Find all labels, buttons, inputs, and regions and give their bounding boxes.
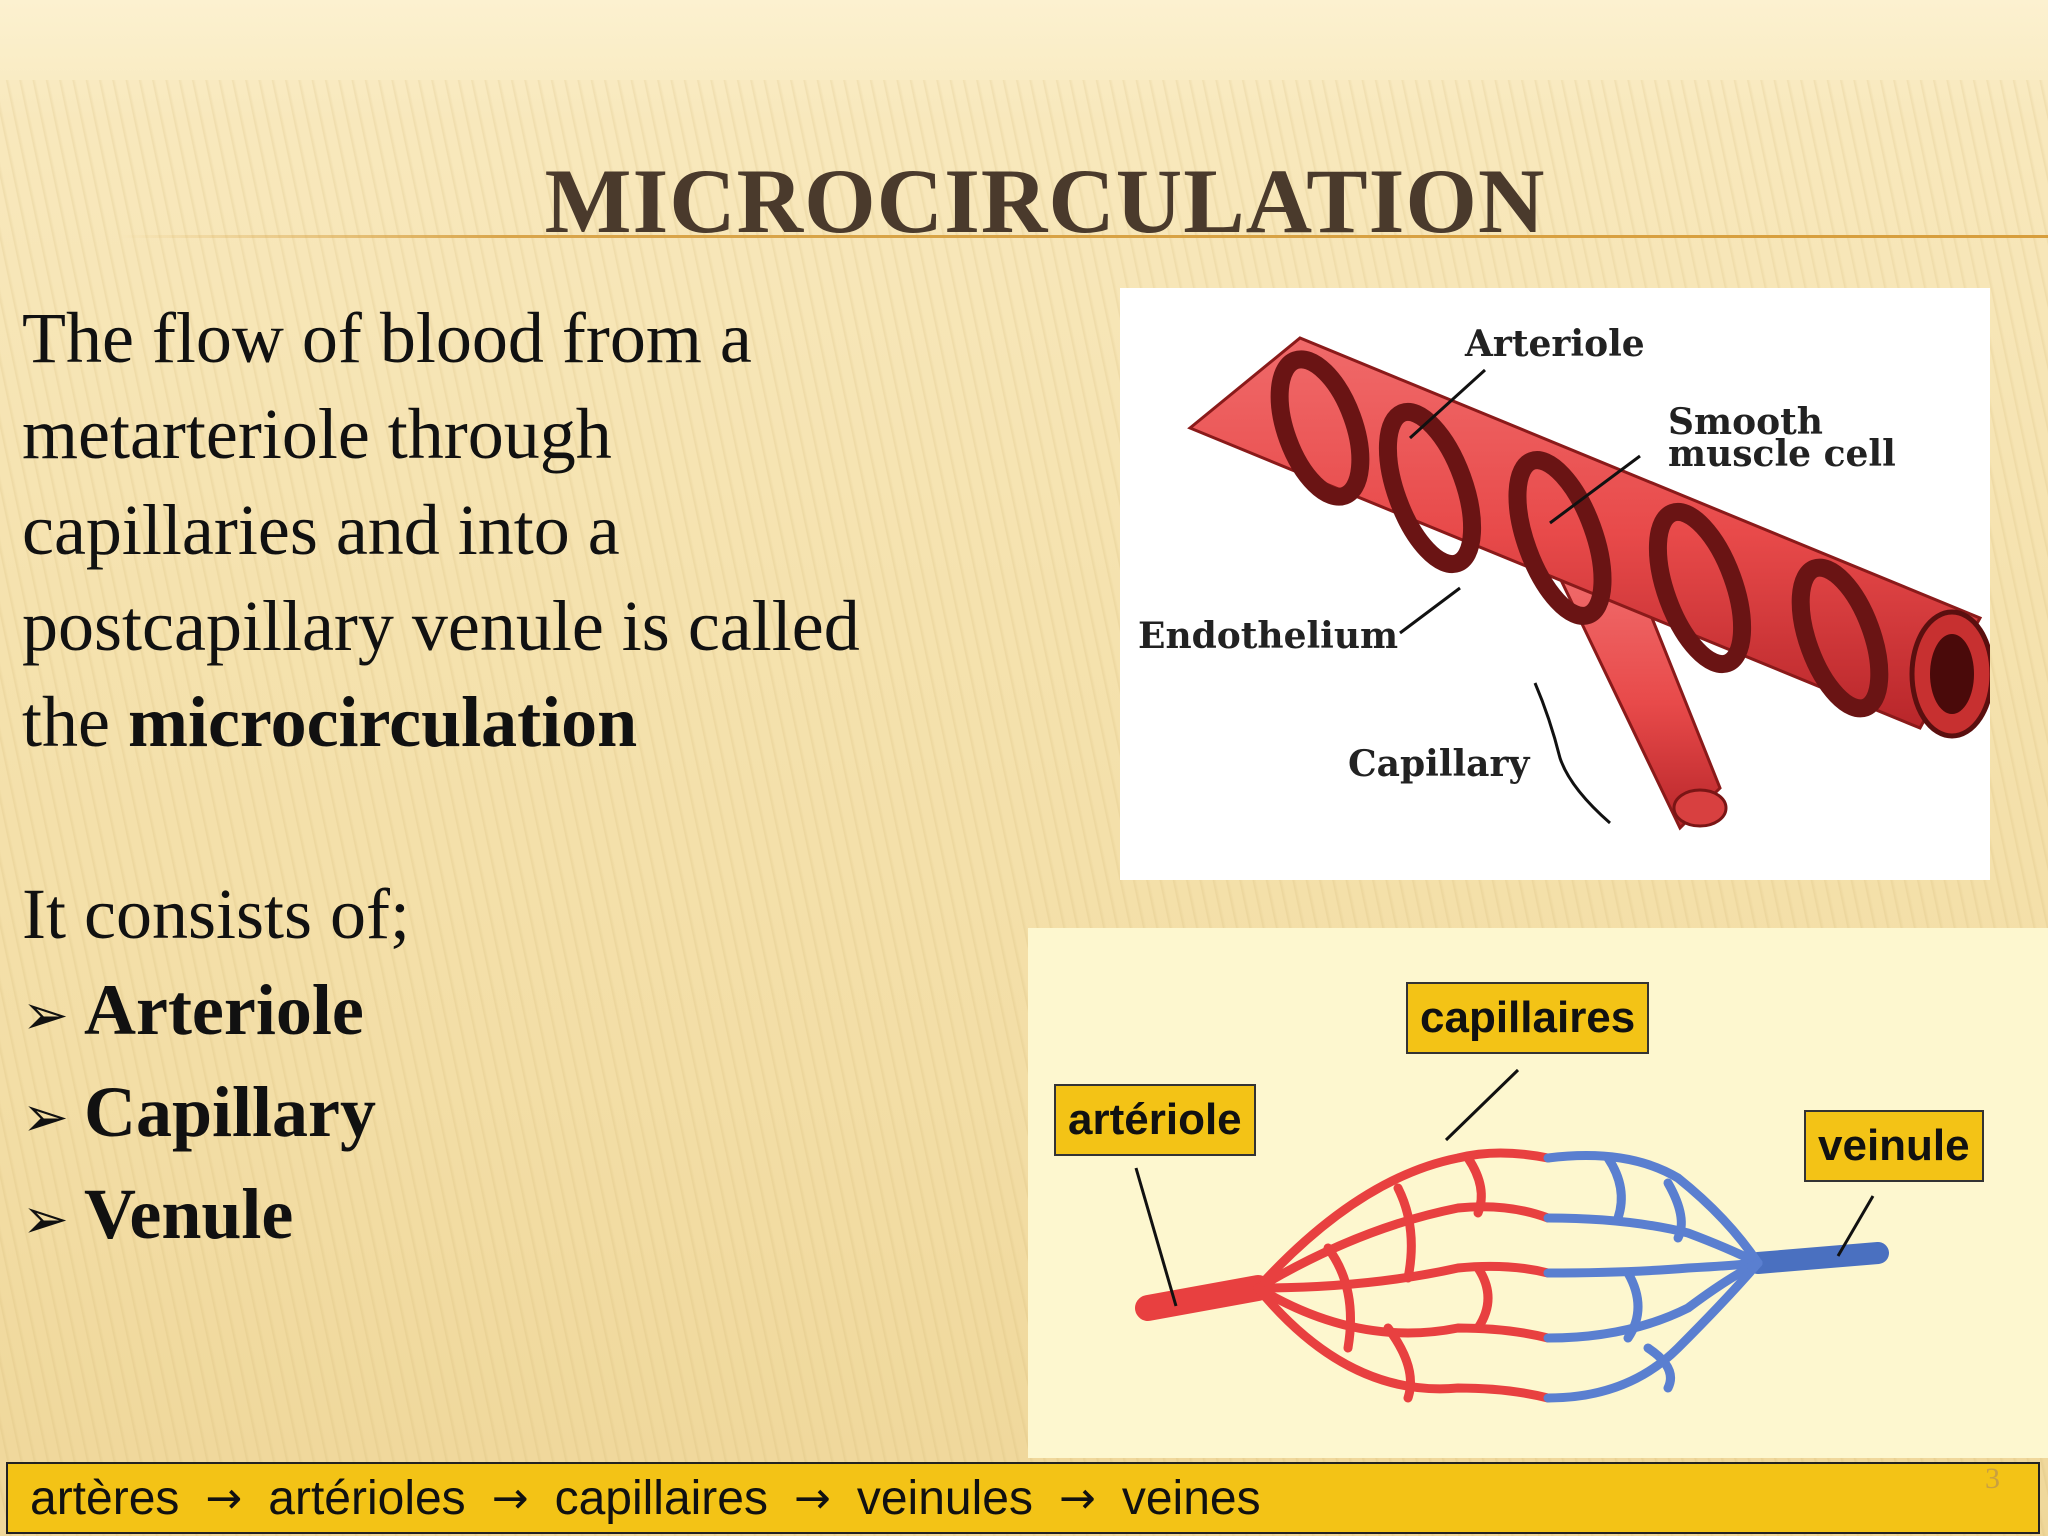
- label-arteriole-fr: artériole: [1054, 1084, 1256, 1156]
- body-line-3: capillaries and into a: [22, 490, 620, 570]
- page-number: 3: [1985, 1462, 2000, 1495]
- capillary-network-illustration: artériole capillaires veinule: [1028, 928, 2048, 1458]
- arrow-bullet-icon: ➢: [22, 1187, 69, 1252]
- label-leaders: [1399, 368, 1641, 825]
- flow-sequence-bar: artères → artérioles → capillaires → vei…: [6, 1462, 2040, 1534]
- network-vessels: [1135, 1148, 1889, 1403]
- body-line-5: the microcirculation: [22, 674, 982, 770]
- slide-title: MICROCIRCULATION: [544, 150, 1546, 252]
- arteriole-illustration: Arteriole Smooth muscle cell Endothelium…: [1120, 288, 1995, 880]
- flow-term-veinules: veinules: [856, 1471, 1033, 1525]
- network-label-leaders: [1134, 1068, 1875, 1307]
- spacer: [22, 770, 982, 866]
- bullet-label: Venule: [84, 1174, 294, 1254]
- body-line-4: postcapillary venule is called: [22, 586, 860, 666]
- title-underline: [120, 235, 2048, 238]
- label-endothelium: Endothelium: [1138, 615, 1398, 657]
- arrow-bullet-icon: ➢: [22, 1085, 69, 1150]
- smooth-muscle-rings: [1270, 350, 1889, 718]
- label-capillary: Capillary: [1348, 743, 1530, 785]
- capillary-network-drawing: [1134, 1068, 1889, 1403]
- flow-term-veines: veines: [1121, 1471, 1261, 1525]
- label-muscle-cell: muscle cell: [1668, 433, 1896, 475]
- flow-term-arterioles: artérioles: [268, 1471, 466, 1525]
- bullet-label: Capillary: [84, 1072, 377, 1152]
- arrow-right-icon: →: [1058, 1472, 1096, 1524]
- consists-of-line: It consists of;: [22, 874, 410, 954]
- arrow-bullet-icon: ➢: [22, 983, 69, 1048]
- body-line-1: The flow of blood from a: [22, 298, 752, 378]
- bullet-venule: ➢Venule: [22, 1166, 982, 1268]
- arrow-right-icon: →: [793, 1472, 831, 1524]
- microcirculation-term: microcirculation: [127, 682, 638, 762]
- body-line-5-plain: the: [22, 682, 128, 762]
- label-veinule: veinule: [1804, 1110, 1984, 1182]
- top-band: [0, 0, 2048, 80]
- bullet-arteriole: ➢Arteriole: [22, 962, 982, 1064]
- arrow-right-icon: →: [491, 1472, 529, 1524]
- bullet-label: Arteriole: [84, 970, 364, 1050]
- flow-term-arteres: artères: [30, 1471, 180, 1525]
- flow-term-capillaires: capillaires: [554, 1471, 768, 1525]
- label-arteriole: Arteriole: [1464, 323, 1645, 365]
- bullet-capillary: ➢Capillary: [22, 1064, 982, 1166]
- body-line-2: metarteriole through: [22, 394, 612, 474]
- label-capillaires: capillaires: [1406, 982, 1650, 1054]
- label-smooth: Smooth: [1668, 401, 1823, 443]
- arrow-right-icon: →: [205, 1472, 243, 1524]
- arteriole-drawing: Arteriole Smooth muscle cell Endothelium…: [1138, 323, 1995, 831]
- body-text: The flow of blood from a metarteriole th…: [22, 290, 982, 1268]
